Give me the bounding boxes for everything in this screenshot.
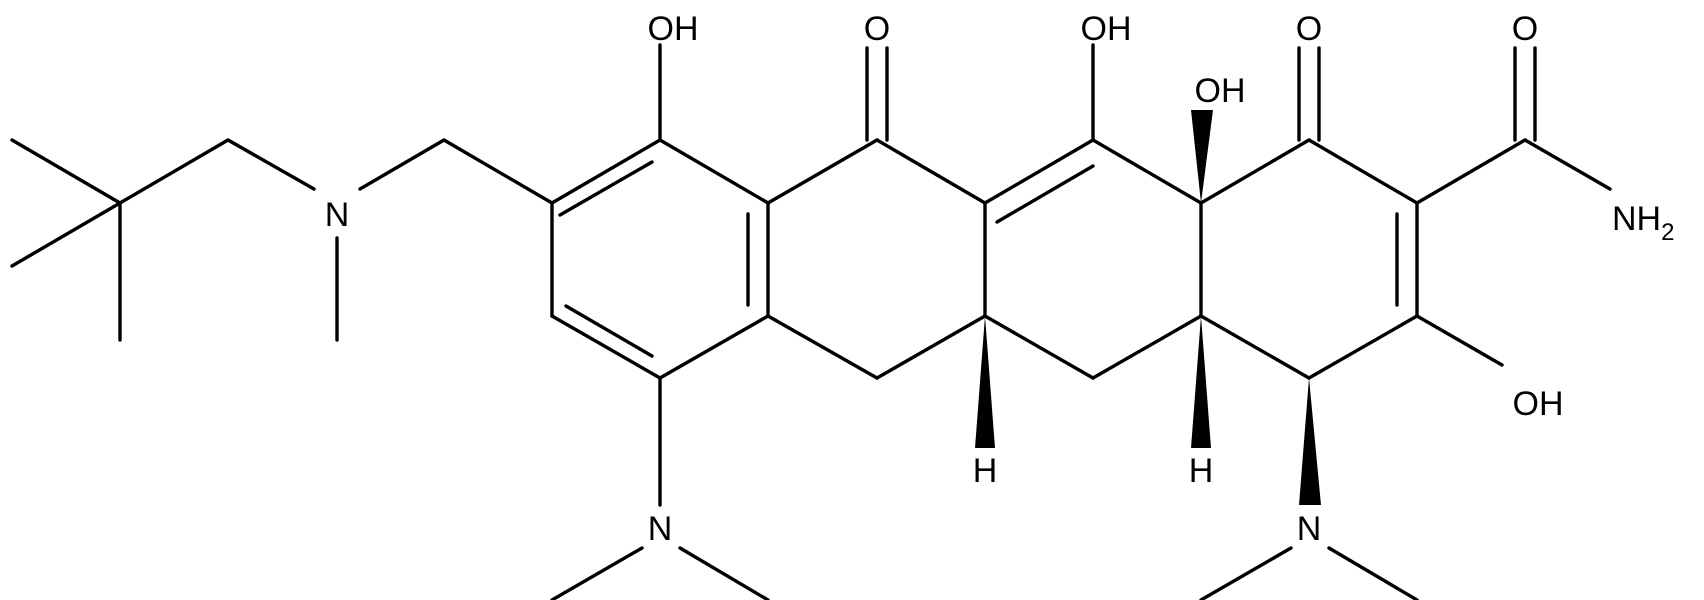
label-oh-c1: OH bbox=[648, 10, 699, 48]
label-oh-c12a: OH bbox=[1195, 72, 1246, 110]
substituents bbox=[10, 43, 1612, 600]
ring-b bbox=[766, 138, 987, 380]
ring-a bbox=[550, 138, 770, 380]
label-nh2-amide: NH2 bbox=[1612, 200, 1674, 246]
wedge-c12a-oh bbox=[1191, 110, 1213, 203]
label-n-c7: N bbox=[648, 510, 673, 548]
label-o-c10: O bbox=[864, 10, 890, 48]
atom-labels: OH O OH O O OH N NH2 OH H H N N bbox=[325, 10, 1675, 548]
wedge-c4-n bbox=[1299, 378, 1321, 505]
label-n-side-chain: N bbox=[325, 196, 350, 234]
label-o-c1: O bbox=[1296, 10, 1322, 48]
label-n-c4: N bbox=[1297, 510, 1322, 548]
label-h-c5a: H bbox=[973, 452, 998, 490]
ring-d bbox=[1199, 138, 1419, 380]
label-oh-c11: OH bbox=[1081, 10, 1132, 48]
label-h-c4a: H bbox=[1189, 452, 1214, 490]
stereo-wedges bbox=[975, 110, 1321, 505]
label-o-amide: O bbox=[1512, 10, 1538, 48]
wedge-c5a-h bbox=[975, 316, 995, 448]
ring-c bbox=[983, 138, 1203, 380]
wedge-c4a-h bbox=[1191, 316, 1211, 448]
label-oh-c3: OH bbox=[1513, 385, 1564, 423]
